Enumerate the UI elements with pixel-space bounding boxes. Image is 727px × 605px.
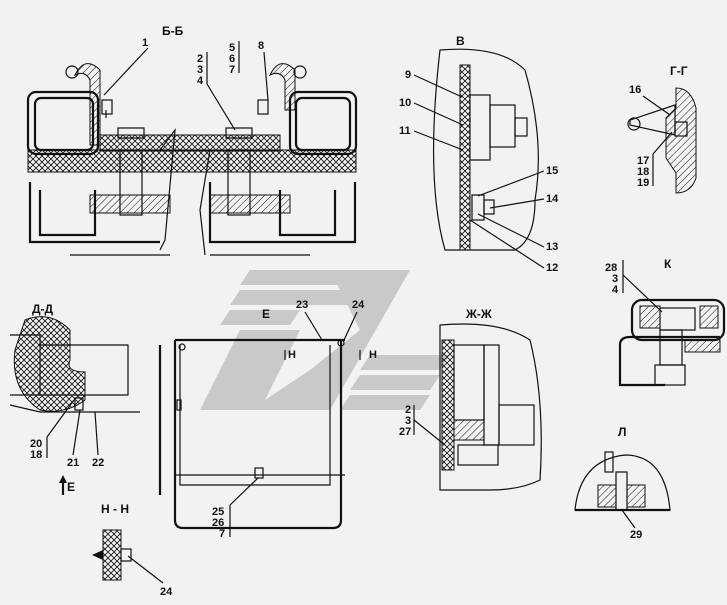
callout-label: 23 (296, 299, 308, 311)
section-title-l: Л (618, 425, 626, 439)
section-nn-view (92, 529, 132, 581)
callout-label: 7 (229, 64, 235, 76)
section-zhzh-view (439, 323, 542, 491)
callout-label: 6 (229, 53, 235, 65)
callout-label: 16 (629, 84, 641, 96)
callout-label: 10 (399, 97, 411, 109)
callout-label: 24 (352, 299, 365, 311)
view-arrow-e-label: Е (67, 480, 75, 494)
callout-label: 5 (229, 42, 235, 54)
section-title-gg: Г-Г (670, 64, 688, 78)
callout-label: 21 (67, 457, 79, 469)
callout-label: 3 (612, 273, 618, 285)
callout-label: 2 (197, 53, 203, 65)
callout-label: 18 (30, 449, 42, 461)
section-title-nn: Н - Н (101, 502, 129, 516)
section-title-k: К (664, 257, 672, 271)
callout-label: 25 (212, 506, 224, 518)
callout-label: 20 (30, 438, 42, 450)
watermark-logo (200, 270, 450, 410)
view-k (618, 298, 726, 387)
section-title-v: В (456, 34, 465, 48)
callout-label: 22 (92, 457, 104, 469)
section-bb-view (26, 63, 358, 256)
section-marker-h: Н (369, 349, 377, 361)
view-l (574, 451, 671, 512)
callout-label: 1 (142, 37, 148, 49)
callout-label: 3 (197, 64, 203, 76)
callout-label: 4 (612, 284, 619, 296)
callout-label: 3 (405, 415, 411, 427)
section-title-zhzh: Ж-Ж (465, 307, 492, 321)
callout-label: 12 (546, 262, 558, 274)
callout-label: 11 (399, 125, 411, 137)
section-gg-view (627, 87, 697, 194)
callout-label: 24 (160, 586, 173, 598)
section-title-e: Е (262, 307, 270, 321)
section-title-dd: Д-Д (32, 302, 54, 316)
callout-label: 4 (197, 75, 204, 87)
section-title-bb: Б-Б (162, 24, 184, 38)
callout-label: 14 (546, 193, 559, 205)
callout-label: 9 (405, 69, 411, 81)
view-e (158, 338, 361, 530)
callout-label: 15 (546, 165, 558, 177)
callout-label: 27 (399, 426, 411, 438)
section-dd-view (9, 316, 140, 413)
callout-label: 29 (630, 529, 642, 541)
view-v (433, 48, 539, 251)
callout-label: 18 (637, 166, 649, 178)
callout-label: 7 (219, 528, 225, 540)
callout-label: 2 (405, 404, 411, 416)
section-marker-h: Н (288, 349, 296, 361)
callout-label: 26 (212, 517, 224, 529)
callout-label: 17 (637, 155, 649, 167)
callout-label: 28 (605, 262, 617, 274)
callout-label: 8 (258, 40, 264, 52)
callout-label: 19 (637, 177, 649, 189)
callout-label: 13 (546, 241, 558, 253)
